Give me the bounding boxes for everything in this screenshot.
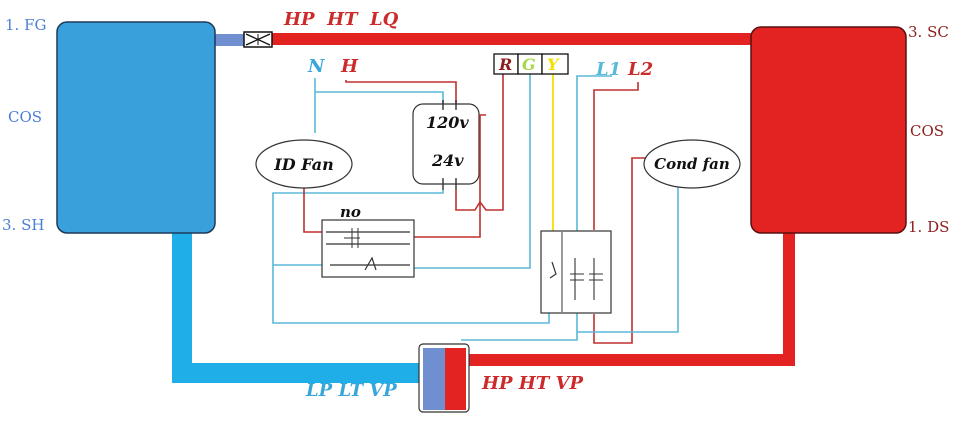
- l2-wire: [593, 82, 639, 230]
- label-y: Y: [547, 55, 560, 74]
- id-fan-wire: [303, 187, 326, 233]
- cond-fan-red-wire: [593, 157, 652, 344]
- liquid-line: [272, 33, 754, 45]
- label-cond-fan: Cond fan: [654, 155, 730, 173]
- label-l1: L1: [595, 59, 621, 80]
- label-top-line: HP HT LQ: [283, 9, 399, 30]
- label-id-fan: ID Fan: [273, 155, 333, 174]
- label-120v: 120v: [426, 113, 469, 132]
- label-sc: 3. SC: [908, 23, 949, 41]
- thermostat-terminal-block: [493, 53, 569, 75]
- label-n: N: [307, 56, 326, 77]
- suction-line: [172, 230, 428, 383]
- id-fan-motor: [255, 139, 353, 189]
- neutral-wire: [314, 78, 444, 133]
- label-l2: L2: [627, 59, 653, 80]
- label-lp-lt-vp: LP LT VP: [305, 380, 397, 401]
- label-cos-left: COS: [8, 108, 42, 126]
- label-fg: 1. FG: [5, 16, 46, 34]
- label-sh: 3. SH: [2, 216, 44, 234]
- transformer: [412, 103, 480, 185]
- metering-device-icon: [243, 31, 273, 48]
- metering-stub: [212, 34, 246, 46]
- label-no: no: [340, 203, 361, 221]
- g-wire: [414, 72, 531, 269]
- label-g: G: [522, 55, 536, 74]
- compressor: [418, 343, 470, 413]
- label-hp-ht-vp: HP HT VP: [481, 373, 583, 394]
- label-h: H: [340, 56, 359, 77]
- discharge-line: [458, 225, 795, 366]
- label-ds: 1. DS: [908, 218, 949, 236]
- secondary-wire-blue: [272, 190, 550, 324]
- hot-wire: [345, 80, 457, 104]
- label-24v: 24v: [431, 151, 464, 170]
- cond-fan-motor: [643, 139, 741, 189]
- label-cos-right: COS: [910, 122, 944, 140]
- l1-wire: [461, 75, 612, 341]
- condenser-coil: [750, 26, 907, 234]
- label-r: R: [498, 55, 512, 74]
- evaporator-coil: [56, 21, 216, 234]
- contactor: [540, 230, 612, 314]
- fan-relay: [321, 219, 415, 278]
- transformer-contacts: [442, 100, 457, 190]
- cond-fan-blue-wire: [577, 186, 679, 333]
- relay-red-wire: [414, 114, 486, 238]
